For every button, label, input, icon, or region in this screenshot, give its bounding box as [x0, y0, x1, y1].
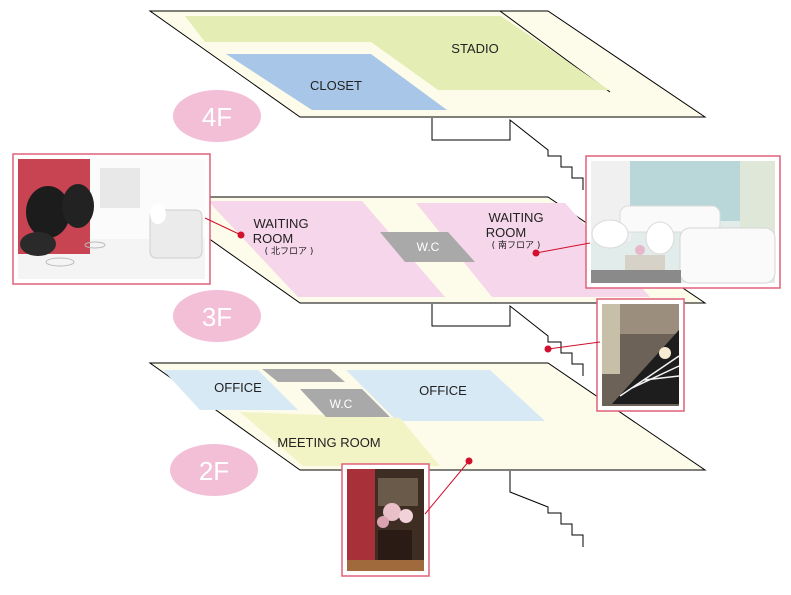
south-waiting-room-photo: [585, 155, 781, 289]
floor-3f: W.C WAITING ROOM ( 北フロア ) WAITING ROOM (…: [148, 196, 707, 376]
pointer-dot-staircase: [544, 345, 552, 353]
pointer-office-entrance: [424, 460, 470, 515]
north-waiting-room-photo: [12, 153, 211, 285]
floor-4f: STADIO CLOSET 4F: [148, 10, 707, 190]
floor-2f: W.C OFFICE OFFICE MEETING ROOM 2F: [148, 362, 707, 547]
room-office-right-label: OFFICE: [419, 383, 467, 398]
badge-4f-label: 4F: [202, 102, 232, 132]
room-studio-label: STADIO: [451, 41, 498, 56]
stair-4f-3f: [431, 118, 584, 190]
room-wc-2f-label: W.C: [330, 397, 353, 411]
waiting-south-label-1: WAITING: [488, 210, 543, 225]
pointer-dot-south-waiting: [532, 249, 540, 257]
badge-3f-label: 3F: [202, 302, 232, 332]
badge-3f: 3F: [173, 290, 261, 342]
room-office-left: [163, 370, 298, 410]
waiting-north-label-2: ROOM: [253, 231, 293, 246]
badge-4f: 4F: [173, 90, 261, 142]
badge-2f-label: 2F: [199, 456, 229, 486]
room-waiting-north: [208, 201, 445, 297]
pointer-south-waiting: [535, 242, 591, 254]
staircase-photo: [596, 298, 685, 412]
waiting-north-label-1: WAITING: [253, 216, 308, 231]
room-office-left-label: OFFICE: [214, 380, 262, 395]
stair-2f-down: [509, 471, 584, 547]
room-wc-3f-label: W.C: [417, 240, 440, 254]
pointer-dot-north-waiting: [237, 231, 245, 239]
pointer-staircase: [547, 341, 601, 350]
badge-2f: 2F: [170, 444, 258, 496]
pointer-dot-office-entrance: [465, 457, 473, 465]
room-meeting: [240, 412, 440, 466]
stair-3f-2f: [431, 304, 584, 376]
waiting-north-sublabel: ( 北フロア ): [265, 246, 314, 257]
room-wc-2f-strip: [262, 369, 345, 382]
waiting-south-label-2: ROOM: [486, 225, 526, 240]
waiting-south-sublabel: ( 南フロア ): [492, 239, 541, 251]
room-closet-label: CLOSET: [310, 78, 362, 93]
room-closet: [226, 54, 447, 110]
pointer-north-waiting: [204, 217, 242, 236]
room-wc-3f: [380, 232, 475, 262]
room-office-right: [346, 370, 545, 421]
room-meeting-label: MEETING ROOM: [277, 435, 380, 450]
room-studio: [185, 16, 609, 90]
office-entrance-photo: [341, 463, 430, 577]
room-wc-2f: [300, 389, 390, 417]
